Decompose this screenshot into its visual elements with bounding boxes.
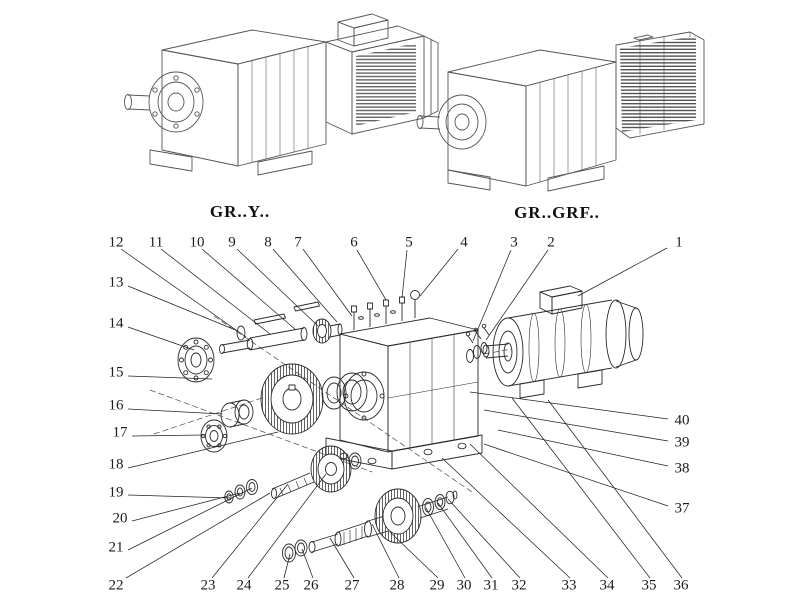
leader-lines bbox=[120, 247, 683, 579]
callout-25: 25 bbox=[274, 577, 290, 594]
callout-12: 12 bbox=[108, 234, 124, 251]
callout-33: 33 bbox=[561, 577, 577, 594]
callout-32: 32 bbox=[511, 577, 527, 594]
callout-8: 8 bbox=[264, 234, 272, 251]
callout-9: 9 bbox=[228, 234, 236, 251]
variant-label-gr-grf: GR..GRF.. bbox=[514, 203, 600, 222]
callout-26: 26 bbox=[303, 577, 319, 594]
exploded-bushing-bearing bbox=[200, 399, 254, 453]
callout-17: 17 bbox=[112, 424, 128, 441]
callout-35: 35 bbox=[641, 577, 657, 594]
callout-3: 3 bbox=[510, 234, 518, 251]
callout-19: 19 bbox=[108, 484, 124, 501]
exploded-input-shaft bbox=[219, 301, 343, 354]
callout-39: 39 bbox=[674, 434, 690, 451]
assembled-view-gr-grf bbox=[416, 31, 705, 192]
callout-28: 28 bbox=[389, 577, 405, 594]
callout-40: 40 bbox=[674, 412, 690, 429]
exploded-output-shaft bbox=[282, 488, 458, 563]
callout-27: 27 bbox=[344, 577, 360, 594]
callout-38: 38 bbox=[674, 460, 690, 477]
callout-4: 4 bbox=[460, 234, 468, 251]
callout-22: 22 bbox=[108, 577, 124, 594]
callout-30: 30 bbox=[456, 577, 472, 594]
exploded-bearing-flange bbox=[177, 337, 215, 383]
callout-20: 20 bbox=[112, 510, 128, 527]
assembled-view-gr-y bbox=[124, 13, 439, 176]
callout-13: 13 bbox=[108, 274, 124, 291]
callout-16: 16 bbox=[108, 397, 124, 414]
callout-15: 15 bbox=[108, 364, 124, 381]
callout-7: 7 bbox=[294, 234, 302, 251]
exploded-gear-large bbox=[260, 363, 368, 435]
callout-21: 21 bbox=[108, 539, 124, 556]
callout-11: 11 bbox=[148, 234, 164, 251]
callout-36: 36 bbox=[673, 577, 689, 594]
callout-5: 5 bbox=[405, 234, 413, 251]
callout-24: 24 bbox=[236, 577, 252, 594]
exploded-motor bbox=[482, 285, 644, 399]
variant-label-gr-y: GR..Y.. bbox=[209, 202, 271, 221]
exploded-housing bbox=[325, 290, 483, 470]
callout-34: 34 bbox=[599, 577, 615, 594]
callout-6: 6 bbox=[350, 234, 358, 251]
callout-23: 23 bbox=[200, 577, 216, 594]
callout-18: 18 bbox=[108, 456, 124, 473]
callout-2: 2 bbox=[547, 234, 555, 251]
callout-37: 37 bbox=[674, 500, 690, 517]
callout-14: 14 bbox=[108, 315, 124, 332]
callout-31: 31 bbox=[483, 577, 499, 594]
callout-29: 29 bbox=[429, 577, 445, 594]
exploded-gear-intermediate bbox=[224, 445, 362, 504]
callout-10: 10 bbox=[189, 234, 205, 251]
callout-1: 1 bbox=[675, 234, 683, 251]
